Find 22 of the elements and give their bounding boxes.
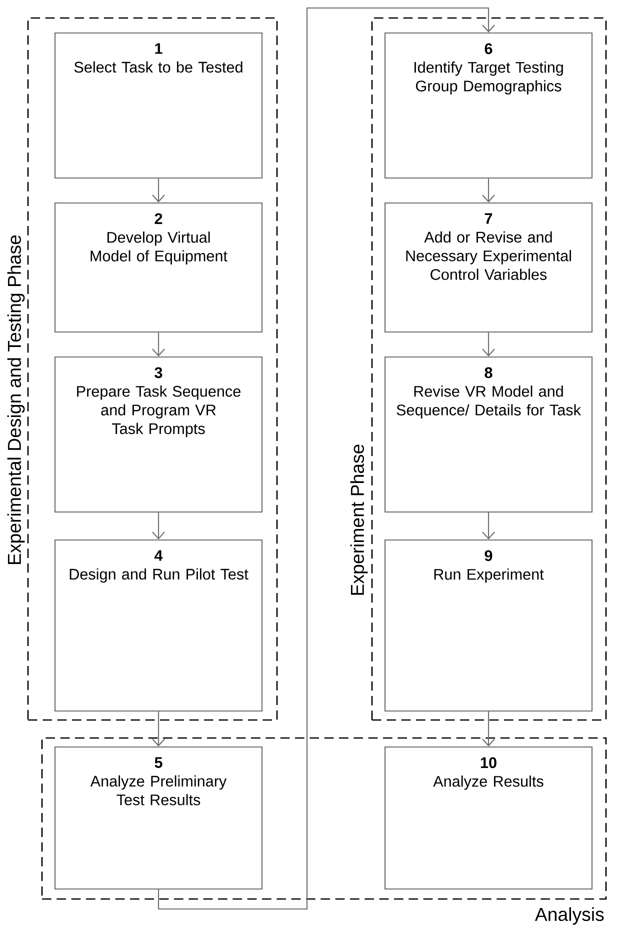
arrow	[482, 712, 495, 746]
arrow	[482, 332, 495, 356]
group-label: Experiment Phase	[350, 444, 368, 595]
process-box: 2 Develop Virtual Model of Equipment	[54, 202, 263, 333]
group-label: Experimental Design and Testing Phase	[7, 235, 25, 564]
arrow	[152, 712, 165, 746]
process-box: 9 Run Experiment	[384, 539, 593, 712]
process-box: 6 Identify Target Testing Group Demographics	[384, 32, 593, 179]
process-box: 4 Design and Run Pilot Test	[54, 539, 263, 712]
process-box: 1 Select Task to be Tested	[54, 32, 263, 179]
process-box: 3 Prepare Task Sequence and Program VR Task Prompts	[54, 356, 263, 513]
process-box: 7 Add or Revise and Necessary Experimental Control Variables	[384, 202, 593, 333]
arrow	[152, 332, 165, 356]
arrow	[152, 512, 165, 540]
group-label: Analysis	[534, 907, 604, 925]
arrow	[158, 7, 495, 910]
arrow	[482, 178, 495, 202]
arrow	[152, 178, 165, 202]
process-box: 5 Analyze Preliminary Test Results	[54, 746, 263, 890]
process-box: 8 Revise VR Model and Sequence/ Details for Task	[384, 356, 593, 513]
arrow	[482, 512, 495, 540]
process-box: 10 Analyze Results	[384, 746, 593, 890]
